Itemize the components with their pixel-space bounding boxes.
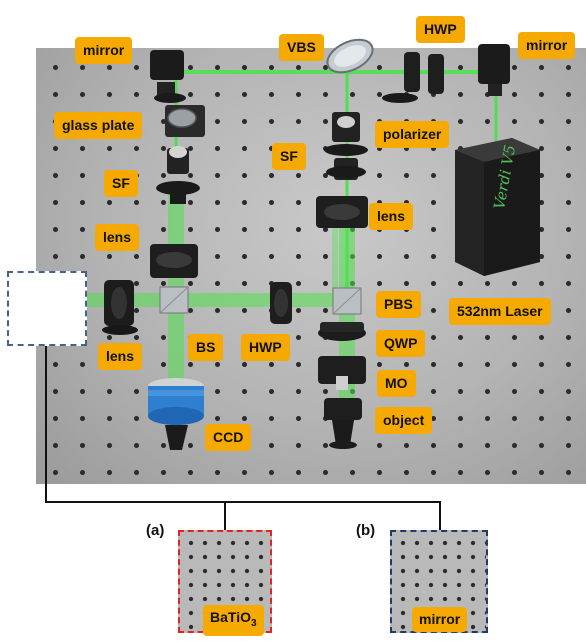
lens-left-mount: [150, 244, 198, 278]
label-pbs: PBS: [376, 291, 421, 318]
label-glass-plate: glass plate: [54, 112, 142, 139]
label-qwp: QWP: [376, 330, 425, 357]
panel-a-tag-main: BaTiO: [210, 609, 251, 625]
label-polarizer: polarizer: [375, 121, 449, 148]
hwp-top-mount: [382, 52, 444, 103]
mo-mount: [318, 356, 366, 390]
label-ccd: CCD: [205, 424, 251, 451]
label-bs: BS: [188, 334, 223, 361]
object-mount: [324, 398, 362, 449]
beam-splitter: [160, 287, 188, 313]
mirror-right-mount: [478, 44, 510, 96]
label-mirror-right: mirror: [518, 32, 575, 59]
label-sf-right: SF: [272, 143, 306, 170]
lens-right-mount: [316, 196, 368, 228]
sf-left-mount: [156, 146, 200, 204]
label-mirror-left: mirror: [75, 37, 132, 64]
qwp-mount: [318, 322, 366, 341]
label-hwp-bottom: HWP: [241, 334, 290, 361]
label-lens-right: lens: [369, 203, 413, 230]
sf-right-mount: [326, 158, 366, 180]
label-mo: MO: [377, 370, 416, 397]
panel-a-label: (a): [146, 522, 164, 539]
label-lens-left-top: lens: [95, 224, 139, 251]
panel-b-label: (b): [356, 522, 375, 539]
label-hwp-top: HWP: [416, 16, 465, 43]
ccd-camera: [148, 378, 204, 450]
pbs-cube: [333, 288, 361, 314]
polarizer-mount: [324, 112, 368, 156]
lens-left-bottom-mount: [102, 280, 138, 335]
panel-a-tag-subscript: 3: [251, 618, 257, 629]
panel-a-tag: BaTiO3: [203, 605, 264, 636]
label-lens-left-bottom: lens: [98, 343, 142, 370]
laser-unit: Verdi V5: [455, 138, 540, 276]
glass-plate-mount: [165, 105, 205, 137]
label-sf-left: SF: [104, 170, 138, 197]
sample-placeholder-box: [7, 271, 87, 346]
label-vbs: VBS: [279, 34, 324, 61]
label-laser: 532nm Laser: [449, 298, 551, 325]
mirror-left-mount: [150, 50, 186, 103]
label-object: object: [375, 407, 432, 434]
hwp-bottom-mount: [270, 282, 292, 324]
panel-b-tag: mirror: [412, 607, 467, 632]
